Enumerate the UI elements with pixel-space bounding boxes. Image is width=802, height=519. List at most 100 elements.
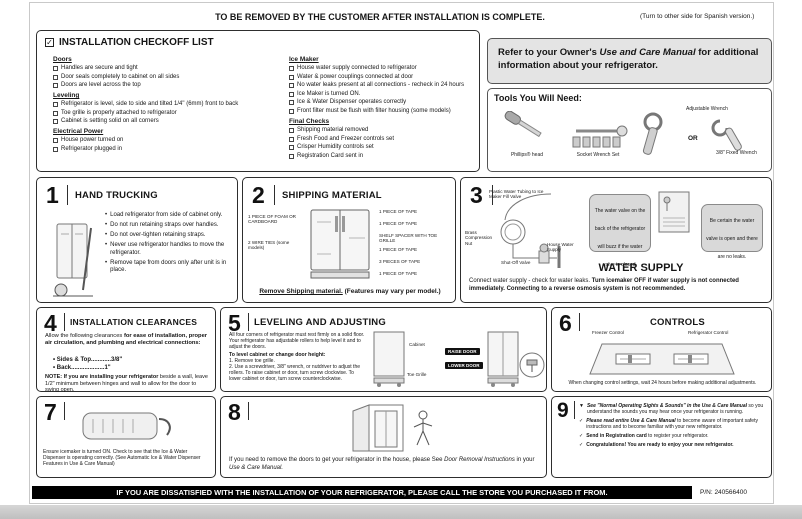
checkbox[interactable]	[53, 110, 58, 116]
checkbox[interactable]	[289, 127, 294, 133]
water-valve-note-text: The water valve on the back of the refri…	[594, 208, 646, 268]
checkoff-item: No water leaks present at all connection…	[289, 82, 473, 89]
checkbox[interactable]	[289, 136, 294, 142]
final-note-bold: Send in Registration card	[586, 433, 647, 440]
fixed-wrench-label: 3/8" Fixed Wrench	[716, 150, 757, 156]
bullet-item: Do not over-tighten retaining straps.	[105, 232, 233, 240]
checkoff-item: House water supply connected to refriger…	[289, 65, 473, 72]
adjustable-wrench-icon	[642, 112, 663, 155]
checkoff-item: Refrigerator plugged in	[53, 146, 277, 153]
shipping-label-left: 1 PIECE OF FOAM OR CARDBOARD	[248, 214, 296, 225]
checkoff-item-label: Cabinet is setting solid on all corners	[61, 118, 159, 125]
water-diagram-label: Brass Compression Nut	[465, 230, 493, 246]
checkbox[interactable]	[289, 108, 294, 114]
checkbox[interactable]	[289, 153, 294, 159]
toe-grille-label: Toe Grille	[407, 372, 427, 377]
hand-truck-diagram	[53, 223, 93, 297]
checkoff-item: Toe grille is properly attached to refri…	[53, 110, 277, 117]
step-9-final-notes: 9 ▼ See "Normal Operating Sights & Sound…	[551, 396, 772, 478]
checkbox[interactable]	[289, 91, 294, 97]
step-number: 7	[44, 399, 57, 425]
hand-trucking-bullets: Load refrigerator from side of cabinet o…	[105, 212, 233, 277]
check-marker-icon: ✓	[579, 433, 584, 440]
checkoff-item-label: House power turned on	[61, 137, 124, 144]
refrigerator-back-icon	[658, 191, 690, 233]
icemaker-diagram	[82, 412, 171, 440]
final-note-rest: to register your refrigerator.	[646, 433, 709, 440]
checkoff-item-label: Fresh Food and Freezer controls set	[297, 135, 395, 142]
checkoff-item: Fresh Food and Freezer controls set	[289, 136, 473, 143]
final-note-item: ✓ Please read entire Use & Care Manual t…	[579, 418, 767, 430]
freezer-control-label: Freezer Control	[592, 330, 624, 335]
checkbox[interactable]	[53, 119, 58, 125]
checkbox[interactable]	[53, 83, 58, 89]
checkbox[interactable]	[53, 102, 58, 108]
bullet-text: Do not run retaining straps over handles…	[110, 222, 219, 228]
door-removal-caption: If you need to remove the doors to get y…	[229, 457, 541, 472]
final-note-rest: to become aware of important safety inst…	[586, 418, 758, 431]
shipping-label-right: 1 PIECE OF TAPE	[379, 221, 418, 226]
water-body-normal: Connect water supply - check for water l…	[469, 278, 592, 284]
checkbox[interactable]	[53, 147, 58, 153]
screwdriver-icon	[504, 111, 542, 138]
checkoff-item: Door seals completely to cabinet on all …	[53, 74, 277, 81]
water-diagram-label: House Water Supply	[547, 242, 574, 253]
divider	[248, 313, 249, 331]
step-number: 1	[46, 182, 59, 208]
bullet-text: Do not over-tighten retaining straps.	[110, 232, 206, 238]
checkoff-item-label: Handles are secure and tight	[61, 65, 138, 71]
step-number: 8	[228, 399, 241, 425]
spanish-version-note: (Turn to other side for Spanish version.…	[640, 13, 755, 20]
lower-door-label: LOWER DOOR	[445, 362, 483, 369]
checkbox[interactable]	[289, 66, 294, 71]
clearances-intro-bold: for ease of installation, proper air cir…	[45, 333, 208, 347]
fixed-wrench-icon	[711, 119, 742, 151]
final-note-item: ✓ Congratulations! You are ready to enjo…	[579, 442, 767, 448]
shipping-label-left: 2 WIRE TIES (some models)	[248, 240, 290, 251]
dissatisfied-notice-bar: IF YOU ARE DISSATISFIED WITH THE INSTALL…	[32, 486, 692, 499]
bullet-text: Remove tape from doors only after unit i…	[110, 259, 227, 274]
divider	[64, 313, 65, 331]
step-6-controls: 6 CONTROLS Freezer Control Refrigerator …	[551, 307, 772, 392]
clearance-value: 3/8"	[111, 357, 123, 363]
final-note-text: See "Normal Operating Sights & Sounds" i…	[587, 403, 767, 415]
water-valve-note: The water valve on the back of the refri…	[589, 194, 651, 268]
icemaker-caption: Ensure icemaker is turned ON. Check to s…	[43, 449, 201, 468]
water-diagram-label: Shut-Off Valve	[501, 260, 531, 265]
leveling-paragraph: All four corners of refrigerator must re…	[229, 332, 365, 350]
divider	[579, 313, 580, 331]
step-number: 4	[44, 310, 57, 336]
refrigerator-side-diagram	[373, 331, 405, 387]
checkbox[interactable]	[289, 83, 294, 89]
final-note-item: ▼ See "Normal Operating Sights & Sounds"…	[579, 403, 767, 415]
checkoff-item-label: Water & power couplings connected at doo…	[297, 73, 414, 80]
clearance-dots: ............	[91, 357, 112, 363]
group-heading-leveling: Leveling	[53, 92, 80, 100]
divider	[67, 185, 68, 205]
bullet-item: Remove tape from doors only after unit i…	[105, 260, 233, 275]
door-caption-italic: Door Removal Instructions	[444, 457, 515, 463]
bullet-text: Load refrigerator from side of cabinet o…	[110, 212, 223, 218]
socket-wrench-set-label: Socket Wrench Set	[576, 152, 620, 158]
checkbox[interactable]	[289, 100, 294, 106]
shipping-label-right: 1 PIECE OF TAPE	[379, 209, 418, 214]
checkbox[interactable]	[53, 74, 58, 80]
checkbox[interactable]	[53, 66, 58, 71]
leveling-text: All four corners of refrigerator must re…	[229, 332, 367, 382]
checkbox[interactable]	[289, 74, 294, 80]
checkoff-item: Ice & Water Dispenser operates correctly	[289, 99, 473, 106]
divider	[248, 402, 249, 420]
scan-edge	[0, 505, 802, 519]
checkoff-item: Crisper Humidity controls set	[289, 144, 473, 151]
checkbox[interactable]	[289, 145, 294, 151]
checkoff-item-label: Registration Card sent in	[297, 152, 364, 159]
door-caption-manual-italic: Use & Care Manual.	[229, 464, 284, 471]
checkoff-item-label: Ice & Water Dispenser operates correctly	[297, 99, 407, 106]
final-note-bold: Please read entire Use & Care Manual	[586, 418, 676, 425]
final-note-item: ✓ Send in Registration card to register …	[579, 433, 767, 439]
info-text-1: Refer to your Owner's	[498, 47, 600, 58]
final-note-bold: See "Normal Operating Sights & Sounds" i…	[586, 403, 748, 409]
check-marker-icon: ✓	[579, 418, 584, 425]
checkbox[interactable]	[53, 138, 58, 144]
